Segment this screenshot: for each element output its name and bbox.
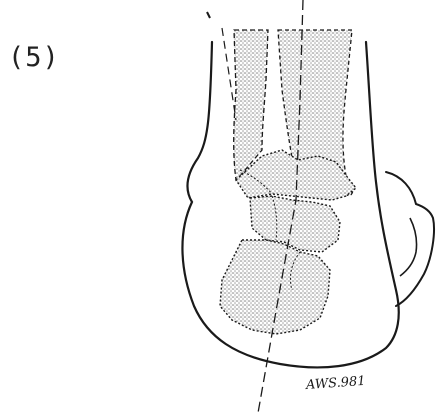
foot-profile-outline: [386, 172, 434, 306]
panel-label: (5): [8, 42, 60, 73]
pencil-mark: [207, 12, 210, 18]
foot-inner-outline: [400, 218, 417, 276]
